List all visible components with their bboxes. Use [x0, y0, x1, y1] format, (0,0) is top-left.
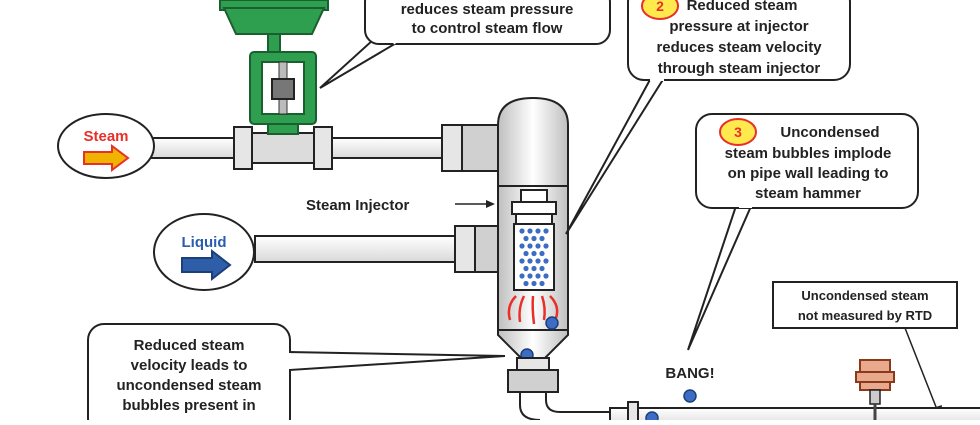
liquid-arrow-icon	[181, 248, 232, 282]
callout-valve-line: reduces steam pressure	[401, 1, 574, 18]
callout-velocity-line: Reduced steam	[134, 337, 245, 354]
rtd-sensor	[855, 359, 895, 420]
injector-hole	[523, 280, 529, 287]
injector-hole	[535, 243, 541, 249]
callout-hammer-line: steam hammer	[755, 185, 861, 202]
injector-hole	[539, 265, 545, 272]
injector-hole	[531, 265, 537, 272]
steam-injector-vessel	[497, 96, 610, 421]
steam-label-group: Steam	[57, 113, 155, 179]
flange	[441, 124, 463, 172]
injector-hole	[535, 228, 541, 234]
injector-hole	[527, 258, 533, 264]
callout-injector-line: reduces steam velocity	[656, 39, 822, 56]
steam-bubble	[645, 411, 659, 425]
callout-valve: reduces steam pressure to control steam …	[319, 0, 611, 89]
callout-velocity-line: uncondensed steam	[116, 377, 261, 394]
control-valve	[219, 0, 329, 135]
injector-hole	[523, 250, 529, 257]
injector-hole	[519, 258, 525, 264]
steam-inlet-pipe	[149, 124, 501, 172]
steam-arrow-icon	[83, 144, 130, 172]
injector-hole	[539, 280, 545, 287]
injector-holes	[519, 228, 549, 287]
steam-jets	[507, 295, 559, 325]
injector-hole	[543, 243, 549, 249]
callout-hammer-line: on pipe wall leading to	[728, 165, 889, 182]
injector-hole	[539, 250, 545, 257]
flange	[313, 126, 333, 170]
inlet-nozzle	[461, 124, 501, 172]
callout-injector-pressure: 2 Reduced steam pressure at injector red…	[565, 0, 851, 235]
outlet-pipe	[609, 401, 980, 425]
callout-hammer-line: steam bubbles implode	[725, 145, 892, 162]
injector-hole	[523, 265, 529, 272]
callout-rtd-line: Uncondensed steam	[801, 288, 928, 303]
callout-injector-line: through steam injector	[658, 60, 821, 77]
injector-hole	[523, 235, 529, 242]
callout-number: 2	[656, 0, 664, 14]
injector-hole	[527, 228, 533, 234]
injector-hole	[539, 235, 545, 242]
rtd-pointer-line	[904, 327, 939, 413]
callout-number-badge	[641, 0, 679, 20]
callout-rtd: Uncondensed steam not measured by RTD	[772, 281, 958, 418]
injector-hole	[543, 228, 549, 234]
callout-velocity: Reduced steam velocity leads to unconden…	[87, 323, 506, 425]
callout-injector-line: Reduced steam	[687, 0, 798, 14]
flange	[233, 126, 253, 170]
liquid-inlet-pipe	[254, 225, 501, 273]
flange	[454, 225, 476, 273]
steam-bubble	[545, 316, 559, 330]
callout-valve-line: to control steam flow	[412, 20, 563, 37]
injector-hole	[531, 280, 537, 287]
injector-hole	[543, 258, 549, 264]
callout-injector-line: pressure at injector	[669, 18, 808, 35]
callout-rtd-line: not measured by RTD	[798, 308, 932, 323]
bang-label: BANG!	[665, 365, 714, 382]
injector-hole	[535, 273, 541, 279]
liquid-label: Liquid	[182, 234, 227, 251]
injector-hole	[527, 243, 533, 249]
injector-hole	[519, 273, 525, 279]
outlet-flange	[507, 369, 559, 393]
injector-hole	[543, 273, 549, 279]
injector-hole	[535, 258, 541, 264]
callout-number: 3	[734, 124, 742, 140]
injector-hole	[531, 250, 537, 257]
imploding-bubble	[683, 389, 697, 403]
steam-injector-label: Steam Injector	[306, 197, 410, 214]
injector-pointer-arrow	[455, 200, 495, 208]
injector-hole	[519, 243, 525, 249]
injector-hole	[527, 273, 533, 279]
injector-hole	[519, 228, 525, 234]
callout-velocity-line: bubbles present in	[122, 397, 255, 414]
callout-number-badge	[719, 118, 757, 146]
valve-body	[251, 132, 315, 164]
steam-label: Steam	[83, 128, 128, 145]
injector-nozzle	[513, 223, 555, 291]
injector-hole	[531, 235, 537, 242]
callout-hammer-line: Uncondensed	[780, 124, 879, 141]
callout-steam-hammer: 3 Uncondensed steam bubbles implode on p…	[687, 113, 919, 351]
liquid-label-group: Liquid	[153, 213, 255, 291]
callout-velocity-line: velocity leads to	[131, 357, 248, 374]
